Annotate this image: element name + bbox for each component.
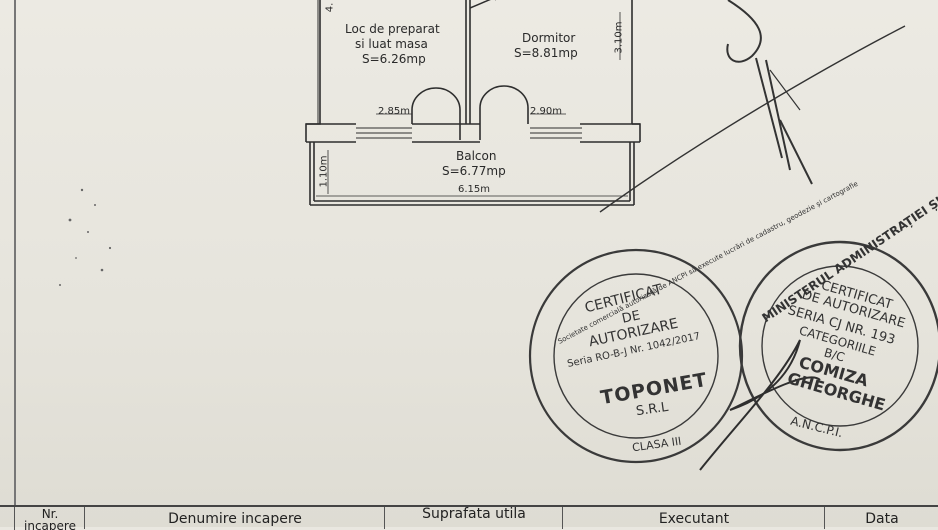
balcony-area: S=6.77mp [442, 164, 506, 178]
stamp-toponet-outline [528, 248, 744, 464]
room1-area: S=6.26mp [362, 52, 426, 66]
room1-name-line2: si luat masa [355, 37, 428, 51]
dimension-balcony-depth: 1.10m [318, 155, 330, 188]
dimension-balcony-length: 6.15m [458, 184, 491, 195]
room2-area: S=8.81mp [514, 46, 578, 60]
page-margin-line [14, 0, 16, 506]
dimension-partial: 4. [324, 2, 336, 13]
dimension-room2-width: 2.90m [530, 106, 563, 117]
balcony-name: Balcon [456, 149, 497, 163]
room2-name: Dormitor [522, 31, 576, 45]
dimension-room1-width: 2.85m [378, 106, 411, 117]
column-header-room-name: Denumire incapere [84, 507, 385, 529]
dimension-room-height: 3.10m [613, 21, 625, 54]
stamp-ancpi-outline [738, 240, 938, 452]
column-header-usable-area: Suprafata utila [384, 507, 563, 529]
column-header-executor: Executant [562, 507, 825, 529]
room-table-header: Nr. incapere Denumire incapere Suprafata… [0, 505, 938, 530]
column-header-room-number: Nr. incapere [14, 507, 85, 530]
room1-name: Loc de preparat [345, 22, 440, 36]
column-header-date: Data [824, 507, 938, 529]
